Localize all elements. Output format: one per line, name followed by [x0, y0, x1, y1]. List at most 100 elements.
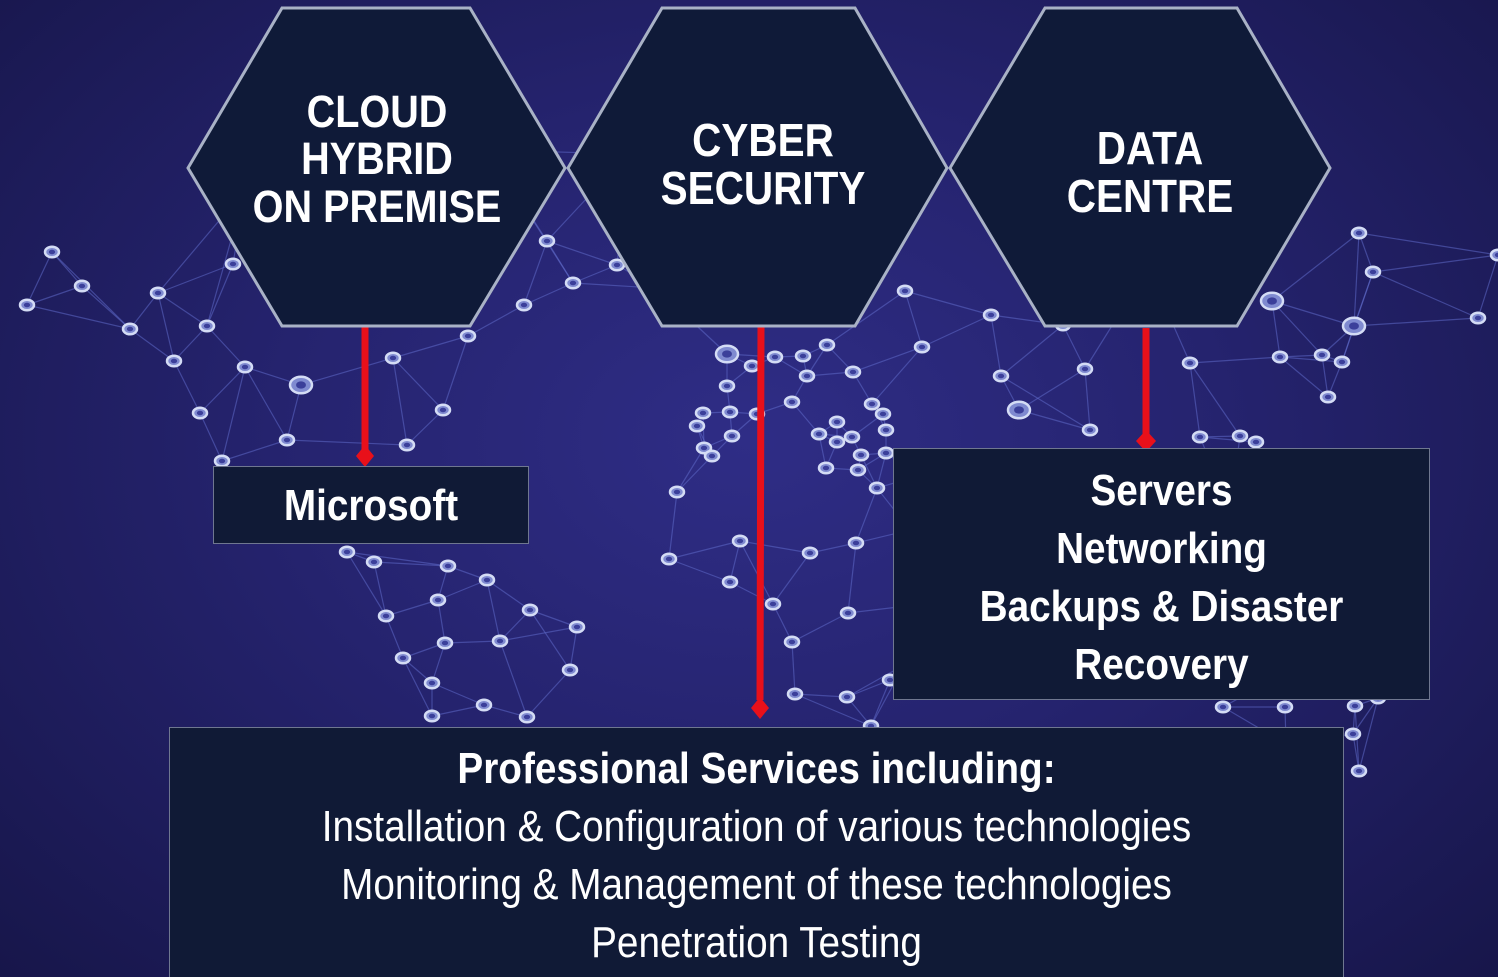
- network-node-core: [857, 452, 865, 458]
- network-node-core: [480, 702, 488, 708]
- network-node-core: [428, 713, 436, 719]
- network-node-core: [543, 238, 551, 244]
- hexagon-label-data-centre: DATA CENTRE: [1014, 124, 1287, 221]
- network-edge: [871, 346, 923, 405]
- network-node-core: [1281, 704, 1289, 710]
- network-node-core: [496, 638, 504, 644]
- network-node-core: [1252, 439, 1260, 445]
- microsoft-box: Microsoft: [213, 466, 529, 544]
- network-edge: [199, 412, 223, 462]
- network-node-core: [726, 579, 734, 585]
- network-node-core: [1318, 352, 1326, 358]
- network-node-core: [833, 419, 841, 425]
- network-edge: [385, 599, 439, 617]
- network-node-core: [23, 302, 31, 308]
- network-edge: [529, 609, 578, 628]
- network-node-core: [441, 640, 449, 646]
- network-edge: [199, 366, 246, 414]
- network-node: [1489, 248, 1498, 262]
- network-node-core: [569, 280, 577, 286]
- network-edge: [346, 551, 449, 567]
- network-node-core: [849, 369, 857, 375]
- network-node-core: [791, 691, 799, 697]
- network-edge: [206, 263, 234, 327]
- network-node-core: [822, 465, 830, 471]
- network-edge: [791, 612, 849, 643]
- network-edge: [499, 626, 578, 642]
- network-edge: [1189, 362, 1201, 438]
- network-node-core: [154, 290, 162, 296]
- network-edge: [406, 409, 444, 446]
- network-node-core: [1236, 433, 1244, 439]
- network-edge: [442, 335, 469, 411]
- network-node-core: [726, 409, 734, 415]
- network-node-core: [78, 283, 86, 289]
- network-edge: [26, 251, 53, 306]
- service-line: Servers: [1090, 466, 1233, 515]
- network-edge: [26, 304, 131, 330]
- network-node-core: [708, 453, 716, 459]
- network-edge: [569, 626, 578, 671]
- network-edge: [1062, 324, 1086, 370]
- network-edge: [1271, 232, 1360, 302]
- network-edge: [870, 679, 891, 727]
- network-edge: [385, 615, 404, 659]
- network-edge: [1189, 362, 1241, 437]
- network-node-core: [1196, 434, 1204, 440]
- connector-arrowhead: [751, 697, 769, 719]
- network-node-core: [444, 563, 452, 569]
- network-node-core: [343, 549, 351, 555]
- network-edge: [1321, 354, 1329, 398]
- network-edge: [904, 290, 992, 316]
- network-node-core: [1338, 359, 1346, 365]
- network-node-core: [803, 373, 811, 379]
- network-node-core: [1355, 768, 1363, 774]
- network-node-core: [788, 399, 796, 405]
- network-edge: [1353, 232, 1360, 327]
- network-node-core: [370, 559, 378, 565]
- network-edge: [431, 704, 485, 717]
- hexagon-label-line: ON PREMISE: [252, 180, 502, 232]
- network-edge: [676, 447, 705, 493]
- network-edge: [729, 540, 741, 583]
- network-node-core: [699, 410, 707, 416]
- network-node-core: [296, 381, 306, 389]
- network-node-core: [283, 437, 291, 443]
- network-node-core: [126, 326, 134, 332]
- network-node-core: [566, 667, 574, 673]
- network-edge: [1271, 300, 1323, 356]
- network-node-core: [823, 342, 831, 348]
- network-node-core: [769, 601, 777, 607]
- network-edge: [486, 579, 531, 611]
- network-node-core: [665, 556, 673, 562]
- network-node-core: [901, 288, 909, 294]
- network-edge: [1352, 697, 1379, 735]
- network-node-core: [1219, 704, 1227, 710]
- network-edge: [173, 325, 208, 362]
- network-node-core: [1014, 406, 1024, 414]
- hexagon-cyber-security: [566, 6, 949, 328]
- network-node-core: [523, 714, 531, 720]
- network-edge: [668, 491, 678, 560]
- network-edge: [676, 455, 713, 493]
- network-edge: [1018, 368, 1086, 411]
- network-node-core: [693, 423, 701, 429]
- network-node-core: [1355, 230, 1363, 236]
- network-edge: [546, 240, 574, 284]
- network-node-core: [723, 383, 731, 389]
- network-edge: [437, 579, 488, 601]
- network-node-core: [833, 439, 841, 445]
- network-edge: [373, 561, 387, 617]
- network-edge: [921, 314, 992, 348]
- network-node-core: [868, 401, 876, 407]
- network-node-core: [1186, 360, 1194, 366]
- hexagon-label-line: DATA: [1096, 122, 1204, 174]
- network-node-core: [799, 353, 807, 359]
- network-node-core: [1369, 269, 1377, 275]
- network-node-core: [873, 485, 881, 491]
- network-node-core: [170, 358, 178, 364]
- hexagon-label-line: CLOUD: [306, 86, 448, 137]
- network-edge: [392, 335, 469, 359]
- hexagon-label-line: HYBRID: [301, 133, 453, 185]
- network-edge: [794, 693, 872, 727]
